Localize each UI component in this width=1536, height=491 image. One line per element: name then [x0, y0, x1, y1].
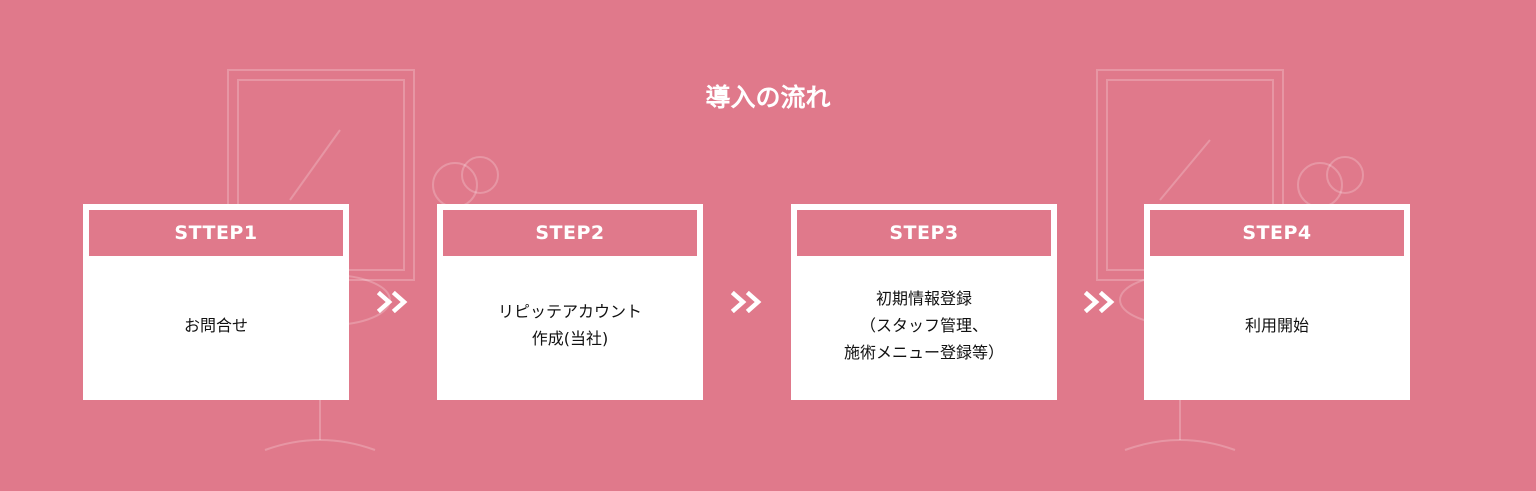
step-description: お問合せ [183, 315, 248, 335]
step-label: STEP3 [797, 210, 1051, 256]
double-chevron-right-icon [730, 290, 766, 314]
step-description: 初期情報登録 （スタッフ管理、 施術メニュー登録等） [843, 288, 1004, 362]
section-title: 導入の流れ [705, 83, 831, 112]
step-label: STTEP1 [89, 210, 343, 256]
step-card-3: STEP3 初期情報登録 （スタッフ管理、 施術メニュー登録等） [791, 204, 1057, 400]
step-label: STEP2 [443, 210, 697, 256]
step-card-2: STEP2 リピッテアカウント 作成(当社) [437, 204, 703, 400]
step-card-4: STEP4 利用開始 [1144, 204, 1410, 400]
double-chevron-right-icon [376, 290, 412, 314]
step-description: 利用開始 [1244, 315, 1309, 335]
step-label: STEP4 [1150, 210, 1404, 256]
step-description: リピッテアカウント 作成(当社) [497, 302, 642, 348]
step-card-1: STTEP1 お問合せ [83, 204, 349, 400]
double-chevron-right-icon [1083, 290, 1119, 314]
